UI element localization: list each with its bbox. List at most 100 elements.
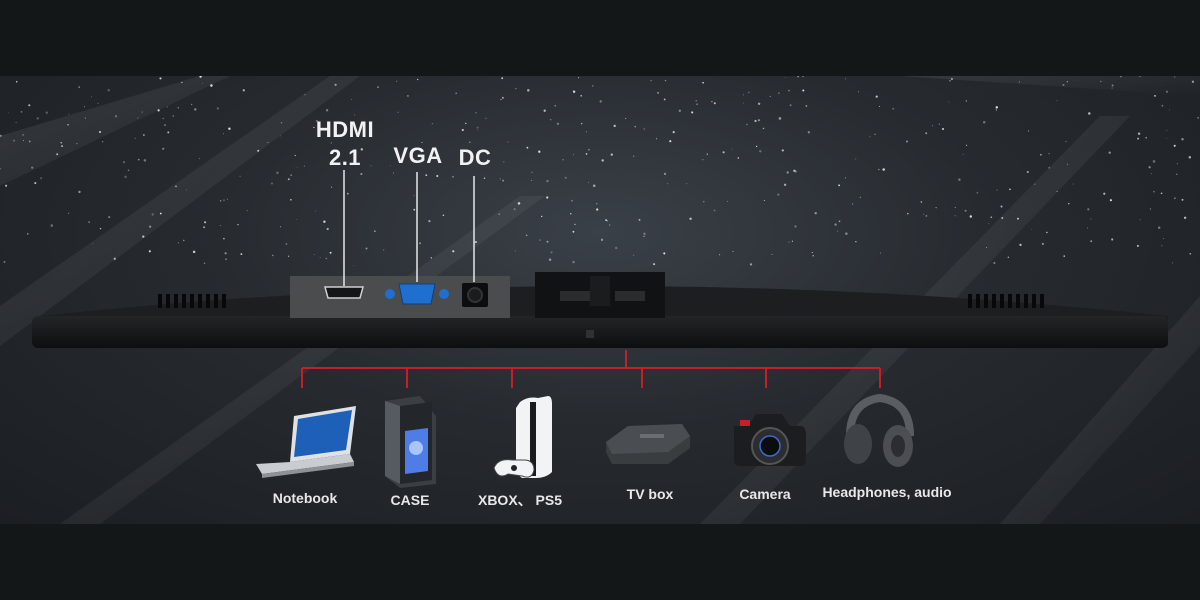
star	[757, 119, 761, 122]
star	[525, 234, 528, 237]
star	[732, 250, 734, 252]
star	[223, 237, 225, 240]
star	[1111, 238, 1114, 241]
star	[691, 111, 694, 114]
star	[935, 207, 937, 209]
star	[500, 98, 502, 101]
star	[76, 142, 78, 145]
star	[664, 79, 667, 82]
star	[383, 249, 385, 251]
star	[543, 109, 546, 112]
star	[580, 94, 583, 97]
star	[1019, 243, 1022, 247]
star	[28, 104, 31, 107]
star	[162, 147, 165, 150]
star	[20, 111, 23, 113]
star	[995, 109, 998, 111]
star	[1173, 144, 1176, 147]
star	[1048, 166, 1051, 169]
star	[769, 95, 771, 97]
star	[807, 131, 810, 134]
star	[778, 117, 782, 120]
star	[183, 239, 185, 242]
star	[600, 238, 604, 241]
star	[1152, 160, 1156, 163]
star	[875, 95, 878, 98]
star	[859, 196, 861, 199]
star	[731, 148, 733, 150]
star	[280, 122, 283, 124]
star	[1068, 202, 1070, 205]
star	[28, 140, 31, 143]
pc-case-icon	[385, 396, 436, 488]
star	[12, 139, 16, 142]
star	[279, 226, 281, 228]
star	[678, 109, 681, 112]
star	[995, 106, 999, 109]
star	[672, 130, 675, 134]
star	[702, 159, 704, 161]
star	[605, 219, 608, 222]
star	[396, 80, 398, 82]
star	[942, 128, 944, 130]
star	[1176, 163, 1178, 165]
star	[746, 123, 748, 126]
connection-tree	[301, 350, 881, 388]
star	[1111, 87, 1113, 89]
star	[1056, 190, 1058, 193]
star	[461, 128, 464, 132]
star	[920, 201, 923, 203]
star	[958, 178, 961, 181]
star	[878, 105, 880, 107]
star	[802, 89, 805, 92]
star	[374, 230, 376, 233]
star	[224, 252, 227, 255]
star	[1157, 226, 1161, 230]
star	[1168, 109, 1171, 111]
star	[1181, 198, 1184, 201]
star	[360, 148, 364, 151]
star	[743, 94, 744, 96]
star	[239, 175, 241, 177]
star	[1090, 218, 1092, 220]
star	[295, 218, 297, 220]
star	[982, 120, 986, 124]
star	[1041, 242, 1044, 245]
star	[15, 80, 18, 83]
star	[376, 86, 380, 89]
star	[643, 232, 646, 235]
star	[669, 140, 672, 143]
star	[907, 212, 909, 215]
star	[1165, 90, 1169, 93]
star	[878, 168, 880, 171]
star	[763, 199, 765, 201]
star	[421, 142, 423, 143]
star	[0, 167, 2, 170]
star	[392, 172, 394, 174]
star	[219, 225, 221, 226]
star	[354, 114, 356, 116]
star	[90, 96, 93, 98]
star	[633, 254, 635, 256]
star	[969, 215, 973, 218]
star	[325, 109, 329, 112]
star	[834, 223, 837, 226]
star	[514, 250, 516, 252]
star	[722, 151, 725, 154]
star	[452, 250, 455, 253]
star	[102, 141, 104, 143]
star	[663, 172, 667, 175]
star	[599, 100, 602, 103]
star	[411, 149, 414, 152]
star	[513, 208, 516, 211]
star	[68, 212, 70, 214]
star	[92, 242, 94, 244]
star	[844, 177, 846, 179]
star	[285, 243, 288, 245]
hdmi-label-line1: HDMI	[315, 117, 375, 142]
star	[1171, 262, 1174, 264]
star	[1150, 173, 1152, 175]
hdmi-label-line2: 2.1	[328, 145, 362, 170]
star	[585, 153, 588, 155]
